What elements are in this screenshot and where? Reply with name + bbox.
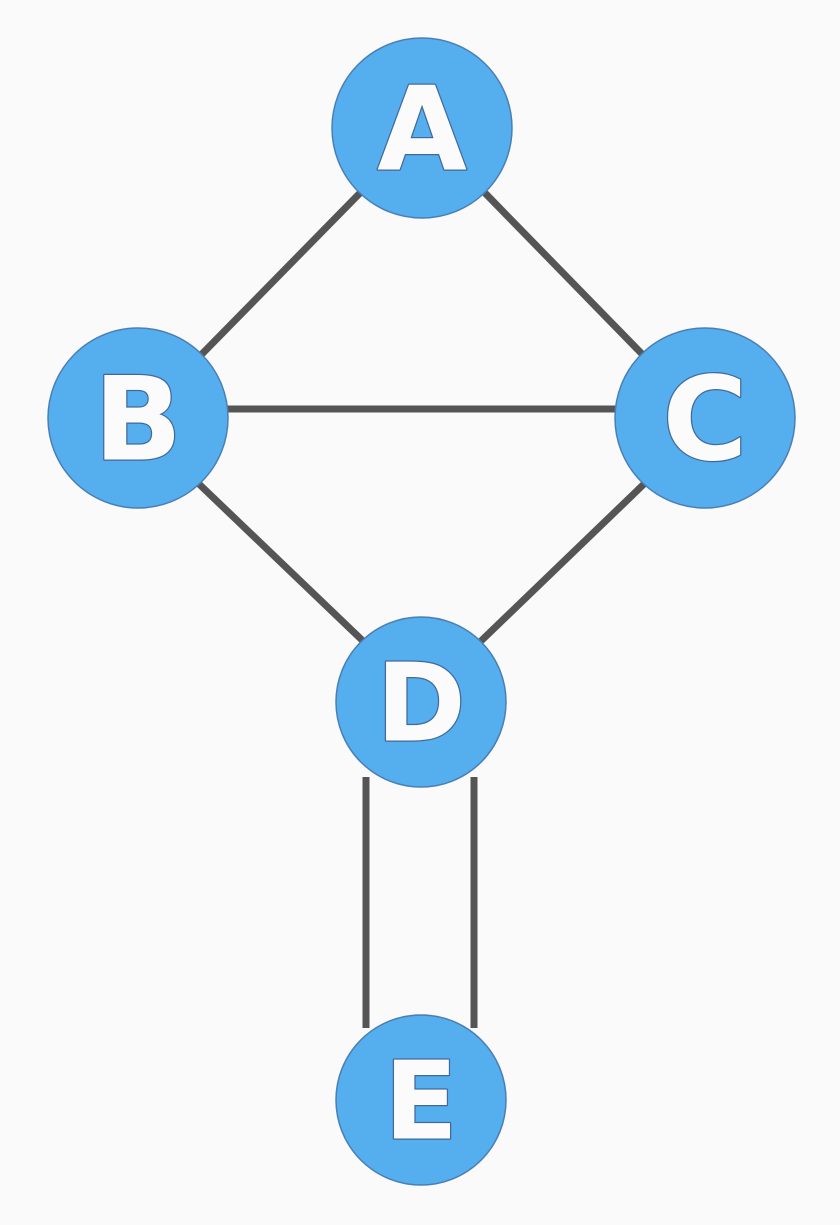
node-c-circle[interactable]	[614, 327, 796, 509]
edge-layer	[196, 190, 647, 1028]
edge-c-d	[478, 481, 647, 644]
node-e-label: E	[384, 1040, 458, 1165]
node-b[interactable]: B	[47, 327, 229, 509]
node-b-label: B	[94, 353, 182, 488]
node-layer: A B C D E	[47, 37, 796, 1186]
node-e-circle[interactable]	[335, 1014, 507, 1186]
node-d[interactable]: D	[335, 616, 507, 788]
node-a-circle[interactable]	[331, 37, 513, 219]
node-a[interactable]: A	[331, 37, 513, 219]
node-e[interactable]: E	[335, 1014, 507, 1186]
node-c[interactable]: C	[614, 327, 796, 509]
node-d-label: D	[376, 642, 466, 767]
node-c-label: C	[662, 353, 747, 488]
edge-a-b	[198, 190, 363, 358]
edge-b-d	[196, 481, 366, 644]
edge-a-c	[482, 190, 646, 358]
node-d-circle[interactable]	[335, 616, 507, 788]
node-a-label: A	[377, 63, 467, 198]
node-b-circle[interactable]	[47, 327, 229, 509]
